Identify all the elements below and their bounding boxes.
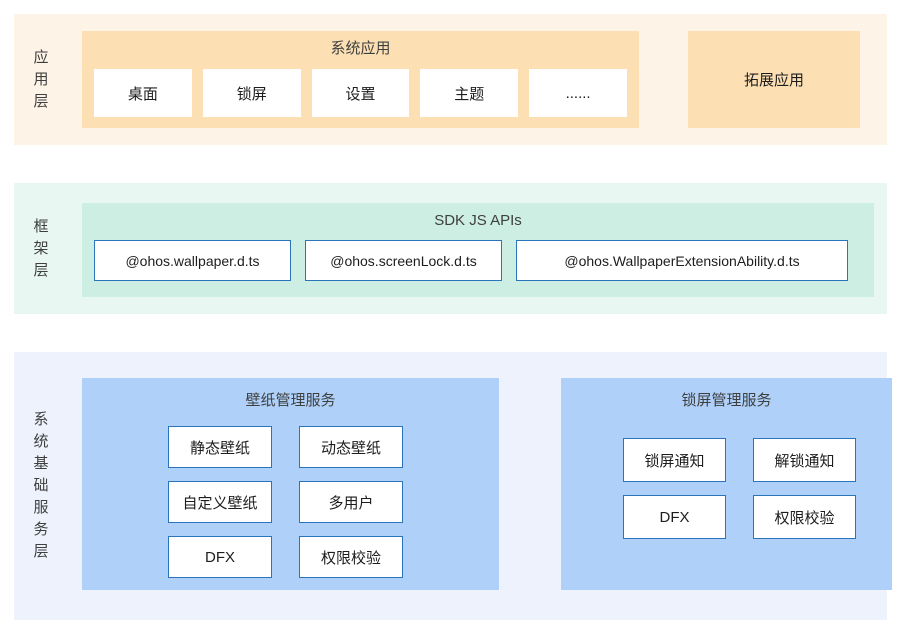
- panel-lockscreen-management-service-title: 锁屏管理服务: [681, 392, 772, 409]
- panel-system-apps: 系统应用 桌面 锁屏 设置 主题 ......: [82, 31, 639, 128]
- app-box-settings[interactable]: 设置: [311, 69, 410, 117]
- app-box-theme[interactable]: 主题: [420, 69, 519, 117]
- panel-extended-apps-title: 拓展应用: [743, 72, 804, 89]
- caption-char: 用: [33, 70, 49, 88]
- sdk-api-row: @ohos.wallpaper.d.ts @ohos.screenLock.d.…: [94, 240, 862, 281]
- service-box-unlock-notification[interactable]: 解锁通知: [753, 438, 856, 482]
- panel-extended-apps: 拓展应用: [688, 31, 860, 128]
- service-box-lock-dfx[interactable]: DFX: [623, 495, 726, 539]
- layer-framework-body: SDK JS APIs @ohos.wallpaper.d.ts @ohos.s…: [68, 183, 887, 314]
- layer-system-basic-service-caption: 系 统 基 础 服 务 层: [14, 352, 68, 620]
- service-box-multi-user[interactable]: 多用户: [299, 481, 403, 523]
- caption-char: 基: [33, 455, 49, 472]
- app-box-more[interactable]: ......: [529, 69, 627, 117]
- caption-char: 础: [33, 477, 49, 494]
- caption-char: 服: [33, 499, 49, 516]
- layer-application-body: 系统应用 桌面 锁屏 设置 主题 ...... 拓展应用: [68, 14, 887, 145]
- layer-framework-caption: 框 架 层: [14, 183, 68, 314]
- api-box-screenlock[interactable]: @ohos.screenLock.d.ts: [305, 240, 502, 281]
- layer-system-basic-service-body: 壁纸管理服务 静态壁纸 动态壁纸 自定义壁纸 多用户 DFX 权限校验 锁屏管理…: [68, 352, 892, 620]
- layer-framework: 框 架 层 SDK JS APIs @ohos.wallpaper.d.ts @…: [14, 183, 887, 314]
- panel-sdk-js-apis-title: SDK JS APIs: [434, 212, 522, 229]
- caption-char: 应: [33, 48, 49, 66]
- service-box-custom-wallpaper[interactable]: 自定义壁纸: [168, 481, 272, 523]
- api-box-wallpaper-extension-ability[interactable]: @ohos.WallpaperExtensionAbility.d.ts: [516, 240, 848, 281]
- caption-char: 架: [33, 239, 49, 257]
- caption-char: 统: [33, 433, 49, 450]
- panel-sdk-js-apis: SDK JS APIs @ohos.wallpaper.d.ts @ohos.s…: [82, 203, 874, 297]
- caption-char: 层: [33, 543, 49, 560]
- service-box-dynamic-wallpaper[interactable]: 动态壁纸: [299, 426, 403, 468]
- caption-char: 系: [33, 411, 49, 428]
- wallpaper-service-grid: 静态壁纸 动态壁纸 自定义壁纸 多用户 DFX 权限校验: [168, 426, 403, 578]
- app-box-lockscreen[interactable]: 锁屏: [202, 69, 301, 117]
- layer-system-basic-service: 系 统 基 础 服 务 层 壁纸管理服务 静态壁纸 动态壁纸 自定义壁纸 多用户…: [14, 352, 892, 620]
- panel-lockscreen-management-service: 锁屏管理服务 锁屏通知 解锁通知 DFX 权限校验: [561, 378, 892, 590]
- service-box-lock-notification[interactable]: 锁屏通知: [623, 438, 726, 482]
- caption-char: 框: [33, 217, 49, 235]
- caption-char: 层: [33, 92, 49, 110]
- panel-wallpaper-management-service: 壁纸管理服务 静态壁纸 动态壁纸 自定义壁纸 多用户 DFX 权限校验: [82, 378, 499, 590]
- panel-wallpaper-management-service-title: 壁纸管理服务: [245, 392, 336, 409]
- caption-char: 务: [33, 521, 49, 538]
- panel-system-apps-title: 系统应用: [330, 40, 391, 57]
- layer-application: 应 用 层 系统应用 桌面 锁屏 设置 主题 ...... 拓展应用: [14, 14, 887, 145]
- service-box-static-wallpaper[interactable]: 静态壁纸: [168, 426, 272, 468]
- caption-char: 层: [33, 261, 49, 279]
- system-apps-row: 桌面 锁屏 设置 主题 ......: [94, 69, 627, 117]
- api-box-wallpaper[interactable]: @ohos.wallpaper.d.ts: [94, 240, 291, 281]
- app-box-desktop[interactable]: 桌面: [94, 69, 192, 117]
- service-box-lock-permission-check[interactable]: 权限校验: [753, 495, 856, 539]
- service-box-permission-check[interactable]: 权限校验: [299, 536, 403, 578]
- layer-application-caption: 应 用 层: [14, 14, 68, 145]
- lockscreen-service-grid: 锁屏通知 解锁通知 DFX 权限校验: [623, 438, 856, 539]
- service-box-dfx[interactable]: DFX: [168, 536, 272, 578]
